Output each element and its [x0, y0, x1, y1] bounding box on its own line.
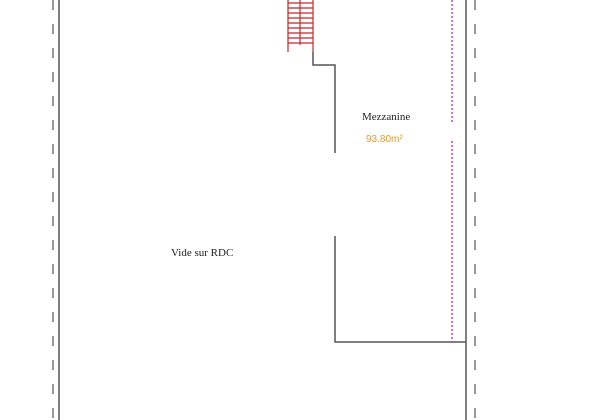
room-label-mezzanine: Mezzanine [362, 111, 411, 123]
room-area-mezzanine: 93.80m² [366, 134, 403, 145]
staircase [287, 0, 314, 52]
room-label-vide: Vide sur RDC [171, 247, 234, 259]
mezzanine-wall-upper [312, 52, 336, 153]
mezzanine-wall-lower [334, 236, 466, 343]
